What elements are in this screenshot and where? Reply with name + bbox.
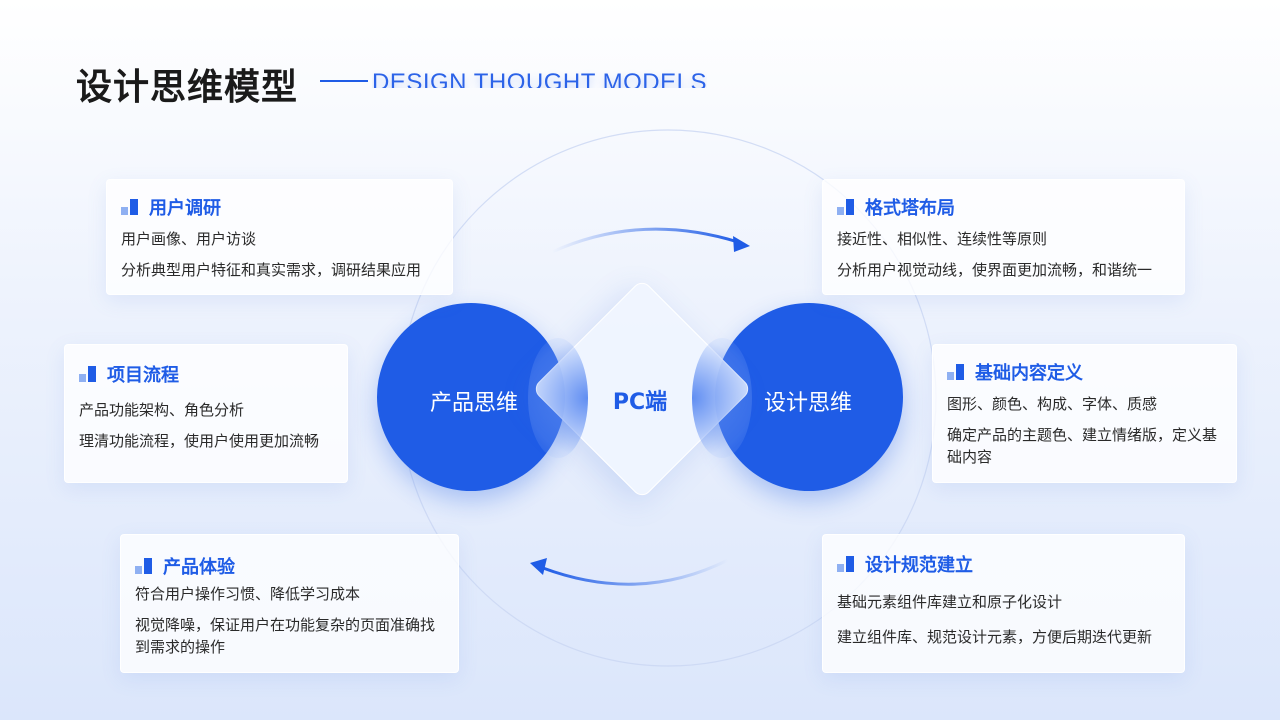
title-dash: [320, 80, 368, 82]
bar-chart-icon: [79, 366, 99, 382]
card-line: 符合用户操作习惯、降低学习成本: [135, 585, 361, 603]
card-line: 理清功能流程，使用户使用更加流畅: [79, 432, 320, 450]
bar-chart-icon: [121, 199, 141, 215]
arrow-left-icon: [530, 558, 729, 586]
card-line: 视觉降噪，保证用户在功能复杂的页面准确找到需求的操作: [135, 616, 436, 656]
card-project-flow: 项目流程 产品功能架构、角色分析 理清功能流程，使用户使用更加流畅: [64, 344, 348, 483]
card-title: 设计规范建立: [865, 555, 973, 576]
card-product-experience: 产品体验 符合用户操作习惯、降低学习成本 视觉降噪，保证用户在功能复杂的页面准确…: [120, 534, 459, 673]
card-line: 建立组件库、规范设计元素，方便后期迭代更新: [837, 628, 1153, 646]
product-thinking-label: 产品思维: [429, 391, 518, 416]
bar-chart-icon: [135, 558, 155, 574]
card-line: 用户画像、用户访谈: [121, 230, 257, 248]
card-title: 用户调研: [149, 198, 221, 219]
diamond-glow-right: [692, 338, 752, 458]
arrow-right-icon: [551, 227, 750, 254]
page-title: 设计思维模型: [76, 67, 299, 108]
card-line: 基础元素组件库建立和原子化设计: [837, 593, 1063, 611]
card-line: 图形、颜色、构成、字体、质感: [947, 395, 1158, 413]
card-basic-content: 基础内容定义 图形、颜色、构成、字体、质感 确定产品的主题色、建立情绪版，定义基…: [932, 344, 1237, 483]
diamond-glow-left: [528, 338, 588, 458]
card-line: 接近性、相似性、连续性等原则: [837, 230, 1048, 248]
card-line: 分析用户视觉动线，使界面更加流畅，和谐统一: [837, 261, 1153, 279]
card-title: 格式塔布局: [865, 198, 955, 219]
card-gestalt-layout: 格式塔布局 接近性、相似性、连续性等原则 分析用户视觉动线，使界面更加流畅，和谐…: [822, 179, 1185, 295]
bar-chart-icon: [947, 364, 967, 380]
card-line: 产品功能架构、角色分析: [79, 401, 245, 419]
card-title: 基础内容定义: [975, 363, 1083, 384]
card-user-research: 用户调研 用户画像、用户访谈 分析典型用户特征和真实需求，调研结果应用: [106, 179, 453, 295]
card-line: 分析典型用户特征和真实需求，调研结果应用: [121, 261, 422, 279]
bar-chart-icon: [837, 556, 857, 572]
bar-chart-icon: [837, 199, 857, 215]
design-thinking-label: 设计思维: [763, 391, 852, 416]
card-line: 确定产品的主题色、建立情绪版，定义基础内容: [947, 426, 1218, 466]
pc-label: PC端: [612, 390, 668, 415]
card-title: 产品体验: [163, 557, 235, 578]
page-subtitle: DESIGN THOUGHT MODELS: [372, 69, 707, 88]
card-title: 项目流程: [107, 365, 179, 386]
card-design-standard: 设计规范建立 基础元素组件库建立和原子化设计 建立组件库、规范设计元素，方便后期…: [822, 534, 1185, 673]
